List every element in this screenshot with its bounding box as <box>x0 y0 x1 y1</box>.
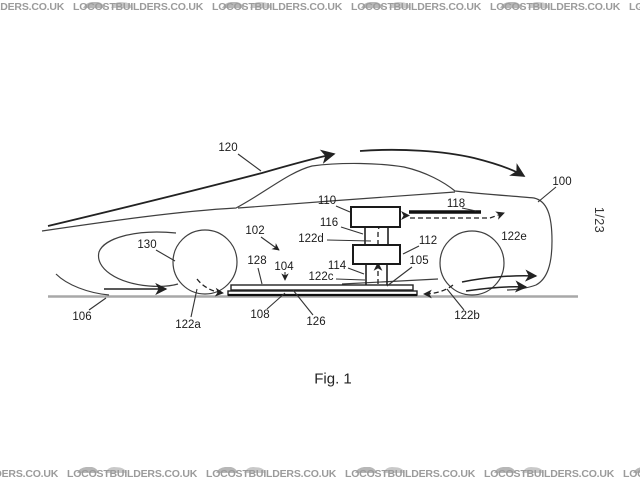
watermark-text: LOCOSTBUILDERS.CO.UK <box>73 1 204 13</box>
ref-label-130: 130 <box>137 239 157 251</box>
ref-label-110: 110 <box>317 195 337 207</box>
duct-arrowhead <box>401 211 410 220</box>
watermark-car-logo-icon <box>75 461 131 479</box>
car-body-outline <box>41 162 553 296</box>
watermark-tile: LOCOSTBUILDERS.CO.UK <box>206 461 345 480</box>
ref-label-118: 118 <box>446 198 466 210</box>
watermark-car-logo-icon <box>353 461 409 479</box>
watermark-car-logo-icon <box>498 0 554 14</box>
ref-label-122d: 122d <box>298 233 324 245</box>
ref-label-104: 104 <box>274 261 294 273</box>
ref-label-122c: 122c <box>308 271 334 283</box>
ref-label-120: 120 <box>218 142 238 154</box>
watermark-text: LOCOSTBUILDERS.CO.UK <box>345 468 476 480</box>
watermark-tile: LOCOSTBUILDERS.CO.UK <box>67 461 206 480</box>
ref-label-112: 112 <box>418 235 438 247</box>
ref-label-100: 100 <box>552 176 572 188</box>
box-112 <box>352 244 401 265</box>
watermark-car-logo-icon <box>81 0 137 14</box>
watermark-tile: LOCOSTBUILDERS.CO.UK <box>0 0 73 14</box>
ref-label-116: 116 <box>319 217 339 229</box>
rear-flow-arrow <box>359 148 526 177</box>
flow-122b <box>423 284 454 299</box>
watermark-tile: LOCOSTBUILDERS.CO.UK <box>0 461 67 480</box>
sheet-number: 1/23 <box>592 206 606 234</box>
watermark-tile: LOCOSTBUILDERS.CO.UK <box>351 0 490 14</box>
watermark-tile: LOCOSTBUILDERS.CO.UK <box>73 0 212 14</box>
underbody-panel <box>227 284 418 297</box>
ref-label-128: 128 <box>247 255 267 267</box>
watermark-tile: LOCOSTBUILDERS.CO.UK <box>345 461 484 480</box>
leader-lines <box>88 153 557 318</box>
actuator-mechanism <box>350 206 481 285</box>
watermark-text: LOCOSTBUILDERS.CO.UK <box>206 468 337 480</box>
watermark-tile: LOCOSTBUILDERS.CO.UK <box>490 0 629 14</box>
watermark-car-logo-icon <box>631 461 640 479</box>
watermark-text: LOCOSTBUILDERS.CO.UK <box>629 1 640 13</box>
box-110 <box>350 206 401 228</box>
watermark-car-logo-icon <box>214 461 270 479</box>
ref-label-108: 108 <box>250 309 270 321</box>
rear-exit-flow-lower <box>465 280 528 293</box>
watermark-tile: LOCOSTBUILDERS.CO.UK <box>484 461 623 480</box>
ref-label-122b: 122b <box>454 310 480 322</box>
ref-label-106: 106 <box>72 311 92 323</box>
watermark-text: LOCOSTBUILDERS.CO.UK <box>212 1 343 13</box>
watermark-car-logo-icon <box>359 0 415 14</box>
front-wheel <box>172 229 238 295</box>
watermark-text: LOCOSTBUILDERS.CO.UK <box>0 468 59 480</box>
watermark-car-logo-icon <box>220 0 276 14</box>
watermark-text: LOCOSTBUILDERS.CO.UK <box>67 468 198 480</box>
rear-exit-flow-upper <box>461 269 538 283</box>
watermark-text: LOCOSTBUILDERS.CO.UK <box>484 468 615 480</box>
watermark-text: LOCOSTBUILDERS.CO.UK <box>490 1 621 13</box>
ref-label-122e: 122e <box>501 231 527 243</box>
watermark-strip-bottom: LOCOSTBUILDERS.CO.UK LOCOSTBUILDERS.CO.UK… <box>0 461 640 480</box>
roof-flow-arrow <box>47 149 336 227</box>
watermark-text: LOCOSTBUILDERS.CO.UK <box>623 468 640 480</box>
rear-wheel <box>439 230 505 296</box>
watermark-tile: LOCOSTBUILDERS.CO.UK <box>623 461 640 480</box>
ref-label-105: 105 <box>409 255 429 267</box>
ref-label-102: 102 <box>245 225 265 237</box>
leader-arrow-102 <box>260 236 280 251</box>
flow-122e <box>410 211 505 220</box>
figure-caption: Fig. 1 <box>314 370 352 388</box>
airflow-lines <box>47 148 538 296</box>
watermark-car-logo-icon <box>492 461 548 479</box>
watermark-text: LOCOSTBUILDERS.CO.UK <box>0 1 65 13</box>
watermark-strip-top: LOCOSTBUILDERS.CO.UK LOCOSTBUILDERS.CO.UK… <box>0 0 640 14</box>
flow-122a <box>196 278 224 297</box>
ref-label-114: 114 <box>327 260 347 272</box>
watermark-text: LOCOSTBUILDERS.CO.UK <box>351 1 482 13</box>
watermark-tile: LOCOSTBUILDERS.CO.UK <box>212 0 351 14</box>
ref-label-126: 126 <box>306 316 326 328</box>
ref-label-122a: 122a <box>175 319 201 331</box>
